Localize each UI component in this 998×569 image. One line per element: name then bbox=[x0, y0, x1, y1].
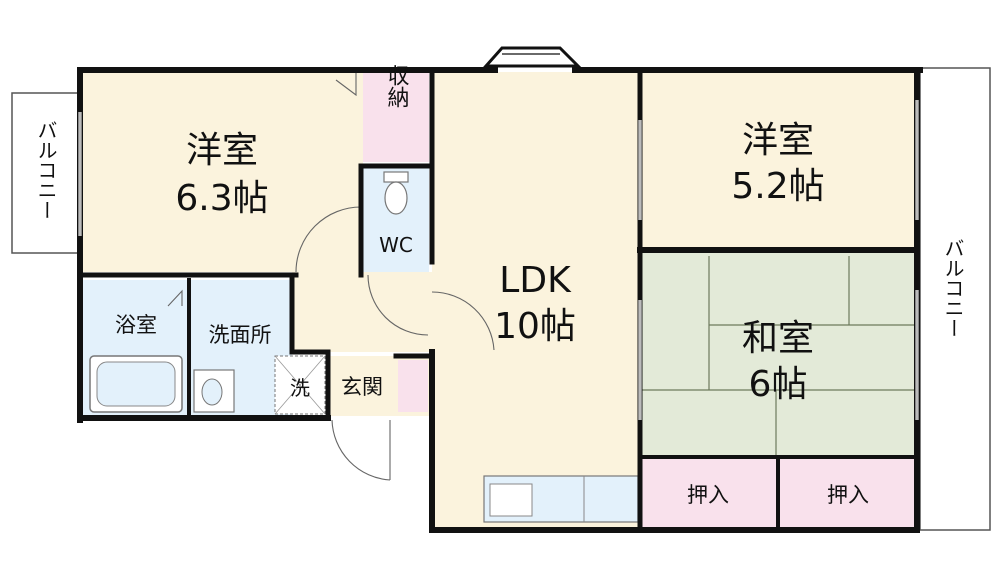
room-ldk bbox=[432, 72, 640, 530]
label-closet-left: 押入 bbox=[687, 483, 729, 507]
label-storage: 収納 bbox=[384, 64, 410, 108]
tatami-lines bbox=[640, 256, 917, 455]
kitchen-counter bbox=[483, 475, 639, 523]
label-western-left-size: 6.3帖 bbox=[175, 178, 268, 219]
label-wc: WC bbox=[379, 233, 413, 257]
room-closet-left bbox=[640, 457, 776, 530]
room-western-left bbox=[83, 72, 363, 272]
shoe-box bbox=[398, 360, 428, 412]
room-western-right bbox=[640, 72, 917, 252]
room-japanese bbox=[640, 252, 917, 457]
door-swings bbox=[167, 72, 495, 481]
label-washroom: 洗面所 bbox=[209, 323, 272, 347]
window-lines bbox=[79, 100, 918, 420]
label-washer: 洗 bbox=[290, 376, 310, 400]
label-japanese-size: 6帖 bbox=[749, 364, 808, 405]
label-balcony-left: バルコニー bbox=[34, 120, 58, 220]
washer-box bbox=[274, 355, 326, 415]
label-closet-right: 押入 bbox=[827, 483, 869, 507]
label-ldk-name: LDK bbox=[499, 260, 572, 301]
balcony-right bbox=[919, 67, 991, 531]
bay-window bbox=[482, 46, 582, 68]
sink bbox=[193, 369, 235, 413]
label-japanese-name: 和室 bbox=[742, 318, 814, 359]
toilet-icon bbox=[383, 171, 409, 215]
bathtub bbox=[89, 355, 183, 413]
balcony-left bbox=[11, 92, 81, 254]
label-western-right-size: 5.2帖 bbox=[731, 166, 824, 207]
label-western-right-name: 洋室 bbox=[742, 120, 814, 161]
hall bbox=[292, 272, 432, 352]
room-closet-right bbox=[780, 457, 917, 530]
label-western-left-name: 洋室 bbox=[186, 130, 258, 171]
label-balcony-right: バルコニー bbox=[941, 238, 965, 338]
label-entrance: 玄関 bbox=[341, 375, 383, 399]
label-bath: 浴室 bbox=[115, 313, 157, 337]
room-storage bbox=[363, 72, 429, 162]
label-ldk-size: 10帖 bbox=[494, 306, 576, 347]
